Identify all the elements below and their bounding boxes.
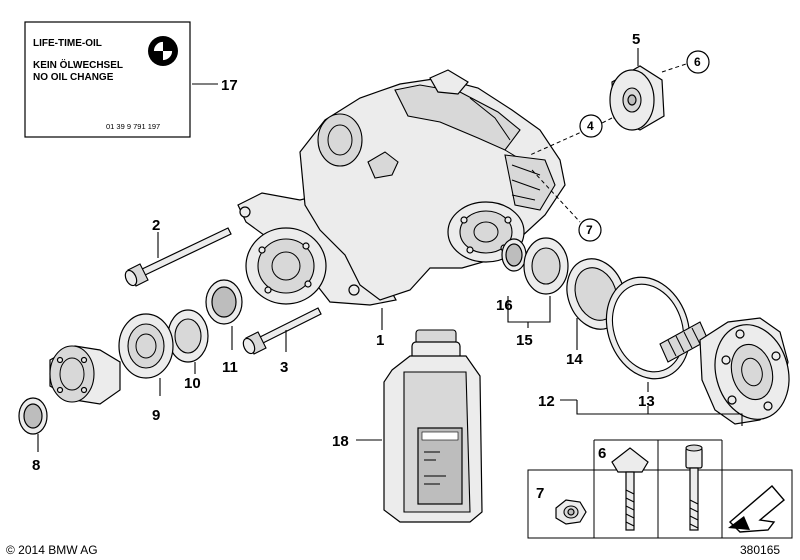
shaft-seal-10[interactable]	[167, 309, 209, 363]
label-line-3: NO OIL CHANGE	[33, 72, 114, 83]
label-line-1: LIFE-TIME-OIL	[33, 38, 102, 49]
inset-label-6[interactable]: 6	[598, 445, 606, 462]
callout-10[interactable]: 10	[184, 375, 201, 392]
callout-18[interactable]: 18	[332, 433, 349, 450]
callout-7: 7	[586, 223, 593, 237]
callout-6: 6	[694, 55, 701, 69]
callout-15[interactable]: 15	[516, 332, 533, 349]
bolt-3[interactable]	[241, 307, 322, 355]
callout-11[interactable]: 11	[222, 359, 238, 376]
shaft-seal-15[interactable]	[523, 237, 569, 295]
callout-12[interactable]: 12	[538, 393, 555, 410]
seal-ring-16[interactable]	[501, 238, 527, 272]
callout-7-circled[interactable]: 7	[578, 218, 602, 242]
callout-6-circled[interactable]: 6	[686, 50, 710, 74]
nut-7[interactable]	[555, 499, 587, 525]
callout-1[interactable]: 1	[376, 332, 384, 349]
arrow-direction-icon	[728, 485, 785, 533]
bolt-2[interactable]	[123, 227, 232, 287]
callout-13[interactable]: 13	[638, 393, 655, 410]
oil-label-card[interactable]: LIFE-TIME-OIL KEIN ÖLWECHSEL NO OIL CHAN…	[24, 21, 191, 138]
bearing-5[interactable]	[609, 65, 665, 131]
label-line-2: KEIN ÖLWECHSEL	[33, 58, 123, 71]
differential-housing[interactable]	[237, 69, 566, 306]
callout-5[interactable]: 5	[632, 31, 640, 48]
output-flange-right[interactable]	[659, 316, 799, 427]
callout-16[interactable]: 16	[496, 297, 513, 314]
callout-14[interactable]: 14	[566, 351, 583, 368]
output-flange-left[interactable]	[49, 345, 121, 405]
callout-2[interactable]: 2	[152, 217, 160, 234]
bolt-4[interactable]	[685, 444, 703, 531]
copyright-text: © 2014 BMW AG	[6, 543, 98, 557]
seal-ring-11[interactable]	[205, 279, 243, 325]
cover-plate-9[interactable]	[118, 313, 174, 379]
callout-4-circled[interactable]: 4	[579, 114, 603, 138]
seal-ring-8[interactable]	[18, 397, 48, 435]
callout-8[interactable]: 8	[32, 457, 40, 474]
diagram-id: 380165	[740, 543, 780, 557]
oil-bottle-18[interactable]	[383, 329, 483, 523]
bmw-logo-icon	[148, 36, 178, 66]
inset-label-7[interactable]: 7	[536, 485, 544, 502]
label-part-code: 01 39 9 791 197	[106, 122, 160, 131]
callout-4: 4	[587, 119, 594, 133]
stud-bolt-6[interactable]	[611, 447, 649, 531]
callout-9[interactable]: 9	[152, 407, 160, 424]
callout-3[interactable]: 3	[280, 359, 288, 376]
callout-17[interactable]: 17	[221, 77, 238, 94]
